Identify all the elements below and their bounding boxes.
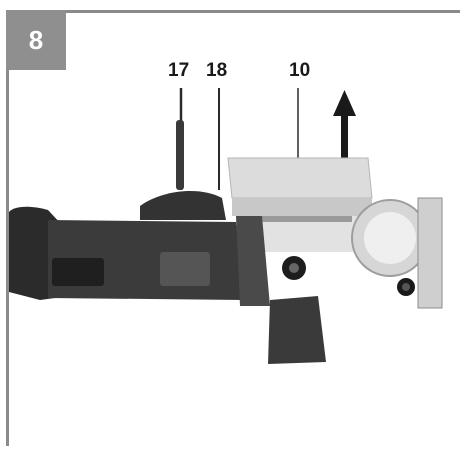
callout-10: 10 <box>289 60 311 81</box>
up-arrow-icon <box>333 90 356 162</box>
tool-body <box>9 191 270 306</box>
front-handle <box>268 256 326 364</box>
figure-number-badge: 8 <box>6 10 66 70</box>
lever-17 <box>176 120 184 190</box>
callout-18: 18 <box>206 60 228 81</box>
figure-frame <box>6 10 460 446</box>
callout-17: 17 <box>168 60 190 81</box>
bevel-scale <box>351 197 443 309</box>
